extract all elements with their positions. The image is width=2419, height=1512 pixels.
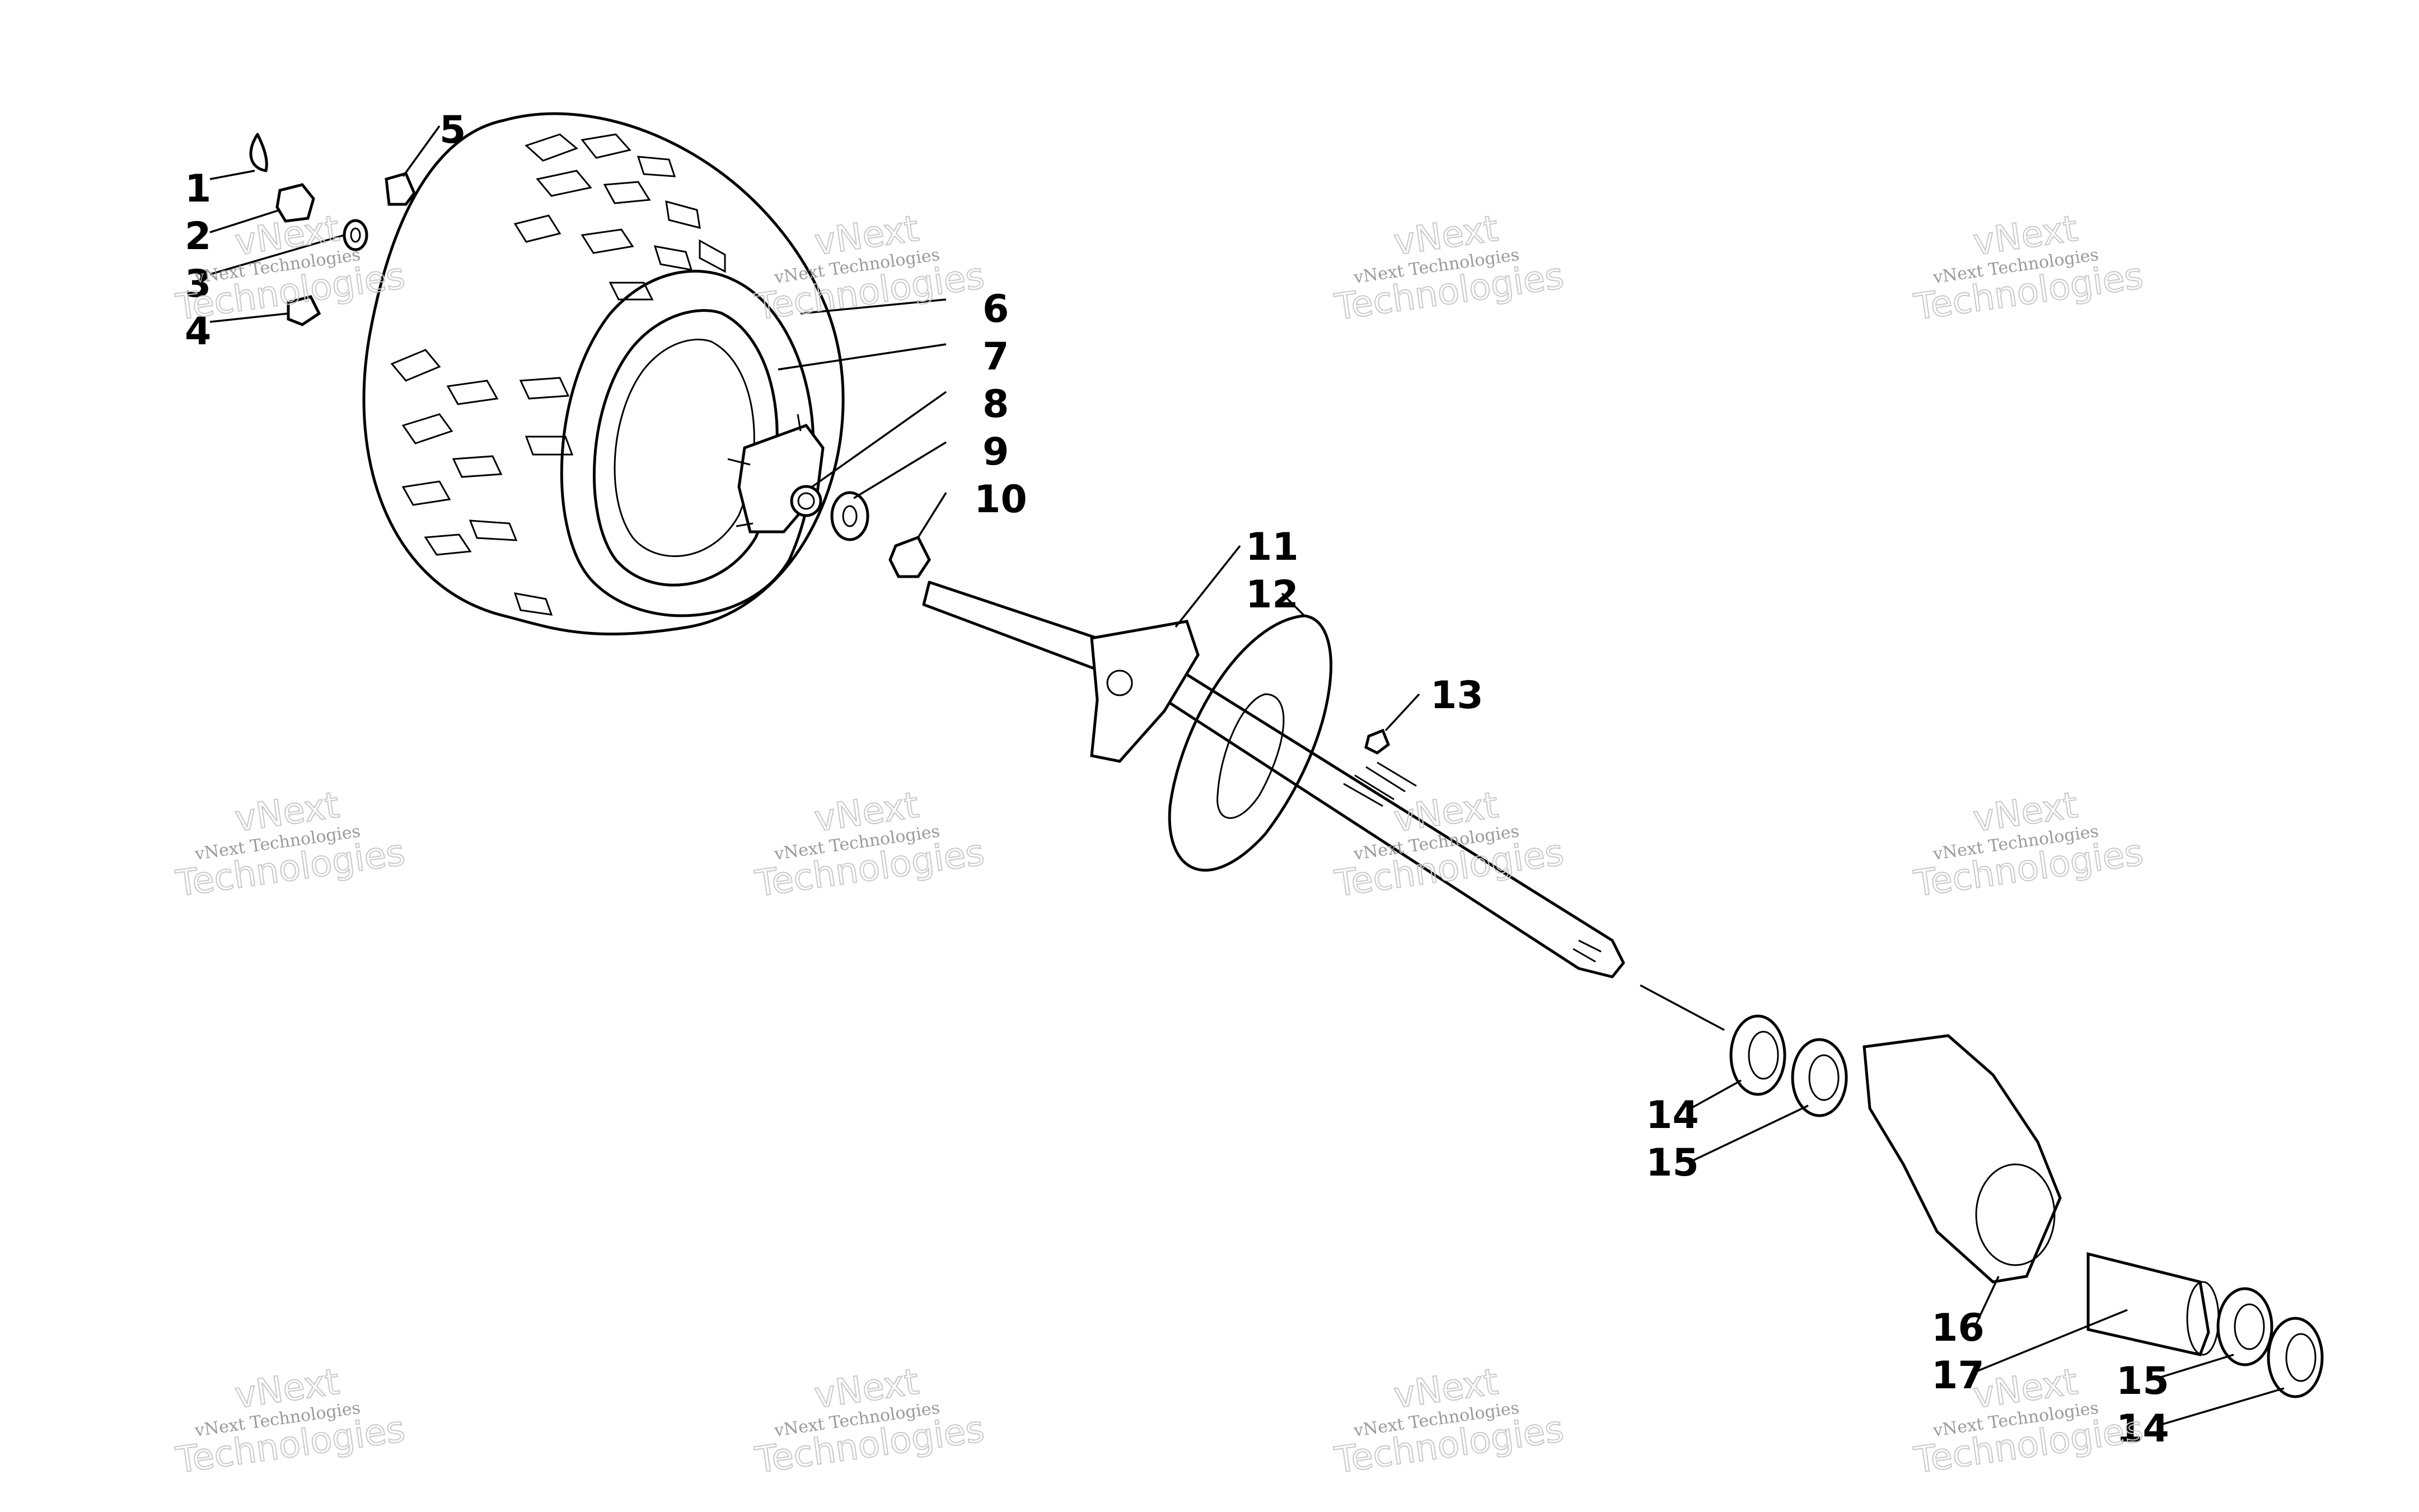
label-11: 11 <box>1246 525 1299 569</box>
hub-washer <box>830 491 869 541</box>
leader-lines <box>209 125 2285 1426</box>
label-10: 10 <box>974 478 1027 522</box>
label-2: 2 <box>185 214 211 259</box>
oil-seal-right <box>2267 1317 2324 1398</box>
label-3: 3 <box>185 262 211 306</box>
oil-seal-left <box>1729 1014 1786 1096</box>
brake-bolt <box>1364 728 1391 755</box>
tire-and-wheel <box>362 112 845 636</box>
axle-hub <box>1090 620 1200 763</box>
label-15-right: 15 <box>2116 1359 2169 1403</box>
label-14-right: 14 <box>2116 1407 2169 1451</box>
label-5: 5 <box>439 108 466 152</box>
cotter-pin <box>249 133 268 172</box>
label-1: 1 <box>185 167 211 211</box>
label-8: 8 <box>982 382 1009 427</box>
label-17: 17 <box>1931 1354 1985 1398</box>
label-14-left: 14 <box>1646 1093 1699 1137</box>
lug-nut <box>385 171 416 206</box>
label-16: 16 <box>1931 1306 1985 1350</box>
label-9: 9 <box>982 430 1009 474</box>
label-7: 7 <box>982 335 1009 379</box>
part-labels: 1 2 3 4 5 6 7 8 9 10 11 12 13 14 15 16 1… <box>185 108 2169 1451</box>
axle-shaft <box>922 581 1625 979</box>
bearing-right <box>2216 1287 2273 1366</box>
label-12: 12 <box>1246 573 1299 617</box>
label-6: 6 <box>982 287 1009 331</box>
label-4: 4 <box>185 310 211 354</box>
label-13: 13 <box>1430 673 1484 718</box>
axle-spacer <box>2086 1252 2220 1356</box>
wheel-hub <box>727 414 825 533</box>
hub-bearing <box>888 535 931 578</box>
axle-housing <box>1863 1034 2062 1284</box>
brake-disc <box>1168 614 1332 872</box>
label-15-left: 15 <box>1646 1141 1699 1185</box>
castle-nut <box>275 183 315 223</box>
wheel-stud <box>287 295 321 326</box>
bearing-left <box>1791 1038 1848 1117</box>
